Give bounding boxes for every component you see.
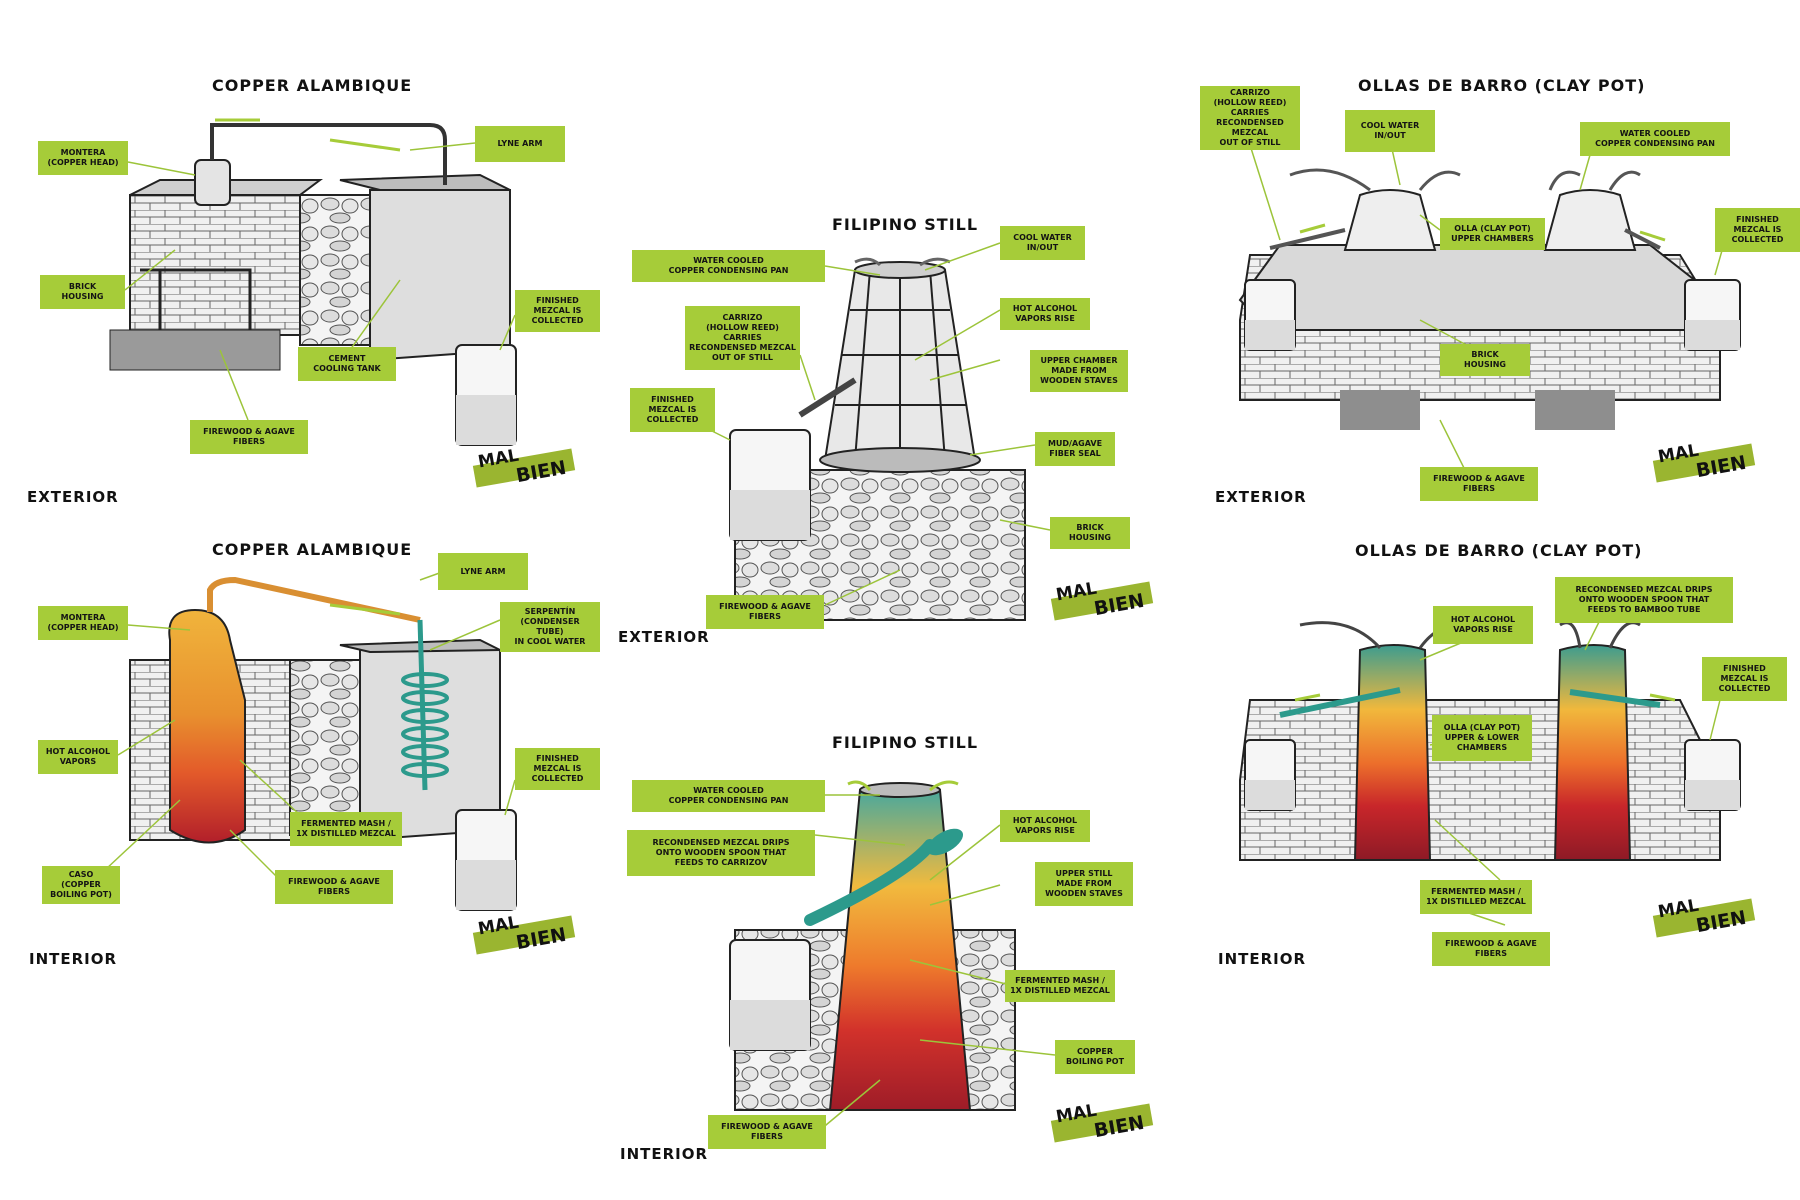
filipino-exterior-illustration <box>729 257 1026 621</box>
label-upper-still: UPPER STILL MADE FROM WOODEN STAVES <box>1035 862 1133 906</box>
label-hot-vapors-rise: HOT ALCOHOL VAPORS RISE <box>1433 606 1533 644</box>
label-fermented-mash: FERMENTED MASH / 1X DISTILLED MEZCAL <box>1005 970 1115 1002</box>
label-firewood: FIREWOOD & AGAVE FIBERS <box>708 1115 826 1149</box>
label-cool-water: COOL WATER IN/OUT <box>1345 110 1435 152</box>
copper-exterior-illustration <box>109 118 517 446</box>
filipino-interior-title: FILIPINO STILL <box>832 733 979 752</box>
label-brick-housing: BRICK HOUSING <box>40 275 125 309</box>
label-finished-mezcal: FINISHED MEZCAL IS COLLECTED <box>630 388 715 432</box>
label-carrizo: CARRIZO (HOLLOW REED) CARRIES RECONDENSE… <box>1200 86 1300 150</box>
copper-exterior-tag: EXTERIOR <box>27 488 119 506</box>
label-condensing-pan: WATER COOLED COPPER CONDENSING PAN <box>632 780 825 812</box>
label-fermented-mash: FERMENTED MASH / 1X DISTILLED MEZCAL <box>1420 880 1532 914</box>
label-montera: MONTERA (COPPER HEAD) <box>38 606 128 640</box>
label-firewood: FIREWOOD & AGAVE FIBERS <box>190 420 308 454</box>
ollas-interior-title: OLLAS DE BARRO (CLAY POT) <box>1355 541 1643 560</box>
ollas-exterior-tag: EXTERIOR <box>1215 488 1307 506</box>
filipino-interior-tag: INTERIOR <box>620 1145 709 1163</box>
label-lyne-arm: LYNE ARM <box>438 553 528 590</box>
label-carrizo: CARRIZO (HOLLOW REED) CARRIES RECONDENSE… <box>685 306 800 370</box>
label-condensing-pan: WATER COOLED COPPER CONDENSING PAN <box>1580 122 1730 156</box>
filipino-exterior-title: FILIPINO STILL <box>832 215 979 234</box>
ollas-interior-illustration <box>1239 621 1741 861</box>
label-olla-upper-lower-chambers: OLLA (CLAY POT) UPPER & LOWER CHAMBERS <box>1432 715 1532 761</box>
label-mud-seal: MUD/AGAVE FIBER SEAL <box>1035 432 1115 466</box>
label-finished-mezcal: FINISHED MEZCAL IS COLLECTED <box>515 290 600 332</box>
label-hot-vapors-rise: HOT ALCOHOL VAPORS RISE <box>1000 810 1090 842</box>
label-firewood: FIREWOOD & AGAVE FIBERS <box>706 595 824 629</box>
ollas-interior-tag: INTERIOR <box>1218 950 1307 968</box>
label-brick-housing: BRICK HOUSING <box>1440 344 1530 376</box>
filipino-interior-illustration <box>729 780 1016 1111</box>
label-caso: CASO (COPPER BOILING POT) <box>42 866 120 904</box>
label-firewood: FIREWOOD & AGAVE FIBERS <box>1420 467 1538 501</box>
label-cool-water: COOL WATER IN/OUT <box>1000 226 1085 260</box>
filipino-exterior-tag: EXTERIOR <box>618 628 710 646</box>
label-hot-vapors-rise: HOT ALCOHOL VAPORS RISE <box>1000 298 1090 330</box>
copper-interior-tag: INTERIOR <box>29 950 118 968</box>
label-finished-mezcal: FINISHED MEZCAL IS COLLECTED <box>1702 657 1787 701</box>
label-firewood: FIREWOOD & AGAVE FIBERS <box>1432 932 1550 966</box>
label-montera: MONTERA (COPPER HEAD) <box>38 141 128 175</box>
label-brick-housing: BRICK HOUSING <box>1050 517 1130 549</box>
label-serpentin: SERPENTÍN (CONDENSER TUBE) IN COOL WATER <box>500 602 600 652</box>
ollas-exterior-illustration <box>1238 168 1741 430</box>
copper-exterior-title: COPPER ALAMBIQUE <box>212 76 413 95</box>
label-upper-chamber: UPPER CHAMBER MADE FROM WOODEN STAVES <box>1030 350 1128 392</box>
copper-interior-title: COPPER ALAMBIQUE <box>212 540 413 559</box>
label-olla-upper-chambers: OLLA (CLAY POT) UPPER CHAMBERS <box>1440 218 1545 250</box>
label-lyne-arm: LYNE ARM <box>475 126 565 162</box>
label-copper-boiling-pot: COPPER BOILING POT <box>1055 1040 1135 1074</box>
label-mezcal-drips: RECONDENSED MEZCAL DRIPS ONTO WOODEN SPO… <box>627 830 815 876</box>
label-hot-alcohol-vapors: HOT ALCOHOL VAPORS <box>38 740 118 774</box>
label-finished-mezcal: FINISHED MEZCAL IS COLLECTED <box>1715 208 1800 252</box>
label-fermented-mash: FERMENTED MASH / 1X DISTILLED MEZCAL <box>290 812 402 846</box>
label-condensing-pan: WATER COOLED COPPER CONDENSING PAN <box>632 250 825 282</box>
label-firewood: FIREWOOD & AGAVE FIBERS <box>275 870 393 904</box>
label-finished-mezcal: FINISHED MEZCAL IS COLLECTED <box>515 748 600 790</box>
copper-interior-illustration <box>129 576 517 911</box>
label-cement-cooling-tank: CEMENT COOLING TANK <box>298 347 396 381</box>
label-mezcal-drips: RECONDENSED MEZCAL DRIPS ONTO WOODEN SPO… <box>1555 577 1733 623</box>
ollas-exterior-title: OLLAS DE BARRO (CLAY POT) <box>1358 76 1646 95</box>
